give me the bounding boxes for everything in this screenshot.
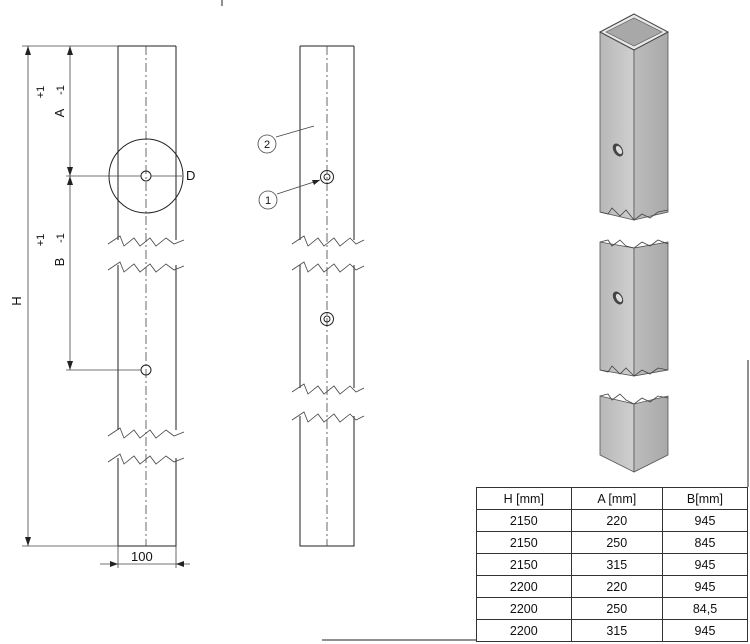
table-cell: 945 [661, 553, 749, 576]
table-cell: 2150 [476, 553, 572, 576]
table-row: 2200 315 945 [476, 619, 749, 642]
table-cell: 220 [570, 509, 663, 532]
break-line [107, 427, 185, 439]
table-cell: 945 [661, 509, 749, 532]
diameter-label: D [186, 168, 195, 183]
table-cell: 250 [570, 531, 663, 554]
b-tolerance-plus: +1 [35, 234, 47, 247]
a-dimension [67, 46, 73, 176]
table-cell: 2200 [476, 575, 572, 598]
a-tolerance-plus: +1 [35, 86, 47, 99]
middle-post-view [257, 45, 365, 547]
left-post-mid-segment [117, 265, 177, 430]
table-row: 2150 220 945 [476, 509, 749, 532]
table-cell: 220 [570, 575, 663, 598]
height-label: H [9, 296, 24, 305]
table-cell: 315 [570, 619, 663, 642]
table-cell: 2150 [476, 509, 572, 532]
callout-2-number: 2 [264, 139, 270, 151]
left-post-view [66, 45, 185, 547]
break-line [107, 235, 185, 247]
table-header-row: H [mm] A [mm] B[mm] [476, 487, 749, 510]
isometric-post-view [598, 13, 670, 473]
table-cell: 315 [570, 553, 663, 576]
break-line [107, 261, 185, 273]
width-label: 100 [131, 549, 153, 564]
dimension-table: H [mm] A [mm] B[mm] 2150 220 945 2150 25… [476, 487, 749, 642]
left-post-top-segment [117, 45, 177, 240]
table-cell: 945 [661, 619, 749, 642]
table-cell: 945 [661, 575, 749, 598]
table-cell: 2200 [476, 597, 572, 620]
table-cell: 845 [661, 531, 749, 554]
a-label: A [52, 108, 67, 117]
column-header-a: A [mm] [570, 487, 663, 510]
column-header-h: H [mm] [476, 487, 572, 510]
b-tolerance-minus: -1 [55, 233, 67, 243]
b-label: B [52, 258, 67, 267]
table-row: 2200 250 84,5 [476, 597, 749, 620]
width-dimension [100, 546, 190, 568]
a-tolerance-minus: -1 [55, 85, 67, 95]
table-row: 2150 250 845 [476, 531, 749, 554]
table-row: 2200 220 945 [476, 575, 749, 598]
table-cell: 2200 [476, 619, 572, 642]
break-line [107, 453, 185, 465]
table-cell: 2150 [476, 531, 572, 554]
left-post-bottom-segment [117, 458, 177, 547]
table-cell: 84,5 [661, 597, 749, 620]
b-dimension [67, 176, 73, 370]
table-cell: 250 [570, 597, 663, 620]
table-row: 2150 315 945 [476, 553, 749, 576]
column-header-b: B[mm] [661, 487, 749, 510]
callout-1-number: 1 [265, 195, 271, 207]
